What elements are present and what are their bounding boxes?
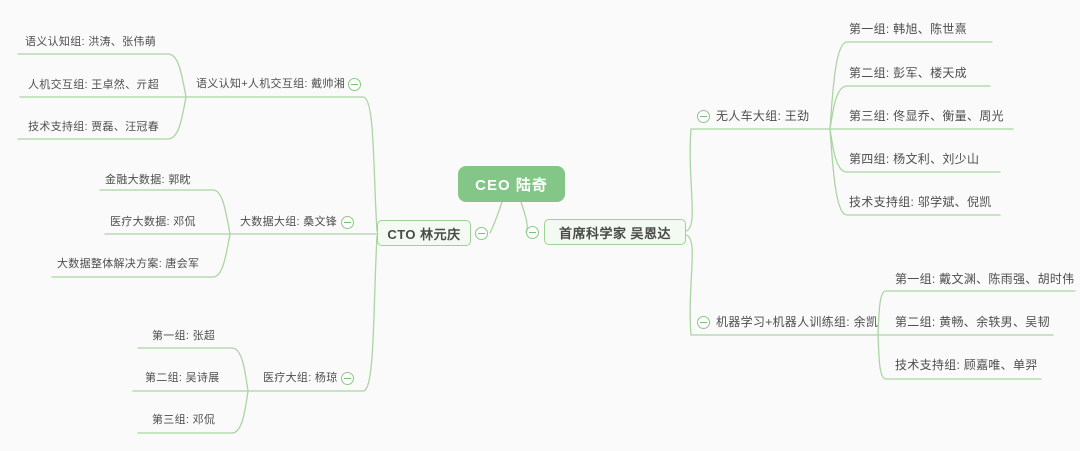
- collapse-button-medical-group[interactable]: [341, 372, 354, 385]
- branch-line: [17, 53, 187, 98]
- branch-line: [247, 235, 378, 392]
- node-medical-team2[interactable]: 第二组: 吴诗展: [145, 372, 220, 384]
- node-ml-team2[interactable]: 第二组: 黄畅、余轶男、吴韧: [895, 315, 1050, 329]
- node-medical-group[interactable]: 医疗大组: 杨琼: [263, 372, 338, 384]
- branch-line: [829, 85, 991, 130]
- branch-line: [489, 201, 503, 234]
- branch-line: [685, 128, 831, 232]
- branch-line: [829, 41, 993, 130]
- minus-icon: [351, 83, 358, 86]
- collapse-button-bigdata-group[interactable]: [341, 216, 354, 229]
- branch-line: [877, 334, 1042, 380]
- branch-line: [829, 128, 1001, 216]
- minus-icon: [344, 221, 351, 224]
- branch-line: [137, 390, 249, 434]
- branch-line: [185, 96, 378, 232]
- node-medical-team1[interactable]: 第一组: 张超: [152, 330, 216, 342]
- node-car-tech-support-team[interactable]: 技术支持组: 邬学斌、倪凯: [849, 195, 992, 209]
- collapse-button-chief-scientist[interactable]: [526, 226, 539, 239]
- node-ml-tech-support-team[interactable]: 技术支持组: 顾嘉唯、单羿: [895, 358, 1038, 372]
- node-cto[interactable]: CTO 林元庆: [377, 220, 471, 246]
- collapse-button-semantic-interaction-group[interactable]: [348, 78, 361, 91]
- node-car-team2[interactable]: 第二组: 彭军、楼天成: [849, 66, 967, 80]
- node-semantic-interaction-group[interactable]: 语义认知+人机交互组: 戴帅湘: [196, 78, 346, 90]
- collapse-button-cto[interactable]: [475, 227, 488, 240]
- branch-line: [877, 290, 1076, 336]
- node-finance-bigdata[interactable]: 金融大数据: 郭眈: [105, 174, 191, 186]
- minus-icon: [529, 231, 536, 234]
- node-car-team1[interactable]: 第一组: 韩旭、陈世熹: [849, 22, 967, 36]
- node-bigdata-solution[interactable]: 大数据整体解决方案: 唐会军: [57, 258, 200, 270]
- node-car-team4[interactable]: 第四组: 杨文利、刘少山: [849, 152, 980, 166]
- node-autonomous-car-group[interactable]: 无人车大组: 王劲: [716, 109, 810, 123]
- node-ml-robot-training-group[interactable]: 机器学习+机器人训练组: 余凯: [716, 315, 879, 329]
- branch-line: [137, 347, 249, 392]
- node-medical-team3[interactable]: 第三组: 邓侃: [152, 414, 216, 426]
- node-ml-team1[interactable]: 第一组: 戴文渊、陈雨强、胡时伟: [895, 272, 1075, 286]
- node-car-team3[interactable]: 第三组: 佟显乔、衡量、周光: [849, 109, 1004, 123]
- collapse-button-ml-robot-training-group[interactable]: [697, 316, 710, 329]
- minus-icon: [478, 232, 485, 235]
- minus-icon: [700, 321, 707, 324]
- node-hci-team[interactable]: 人机交互组: 王卓然、亓超: [28, 79, 160, 91]
- branch-line: [51, 233, 231, 278]
- node-tech-support-team-left[interactable]: 技术支持组: 贾磊、汪冠春: [28, 121, 160, 133]
- branch-line: [99, 189, 231, 235]
- node-medical-bigdata[interactable]: 医疗大数据: 邓侃: [110, 216, 196, 228]
- branch-line: [520, 201, 528, 233]
- minus-icon: [700, 115, 707, 118]
- node-chief-scientist[interactable]: 首席科学家 吴恩达: [544, 219, 686, 245]
- node-bigdata-group[interactable]: 大数据大组: 桑文锋: [240, 216, 338, 228]
- branch-line: [17, 96, 187, 140]
- branch-line: [685, 234, 879, 336]
- minus-icon: [344, 377, 351, 380]
- node-semantic-cognition-team[interactable]: 语义认知组: 洪涛、张伟萌: [25, 36, 157, 48]
- node-ceo[interactable]: CEO 陆奇: [458, 166, 565, 202]
- collapse-button-autonomous-car-group[interactable]: [697, 110, 710, 123]
